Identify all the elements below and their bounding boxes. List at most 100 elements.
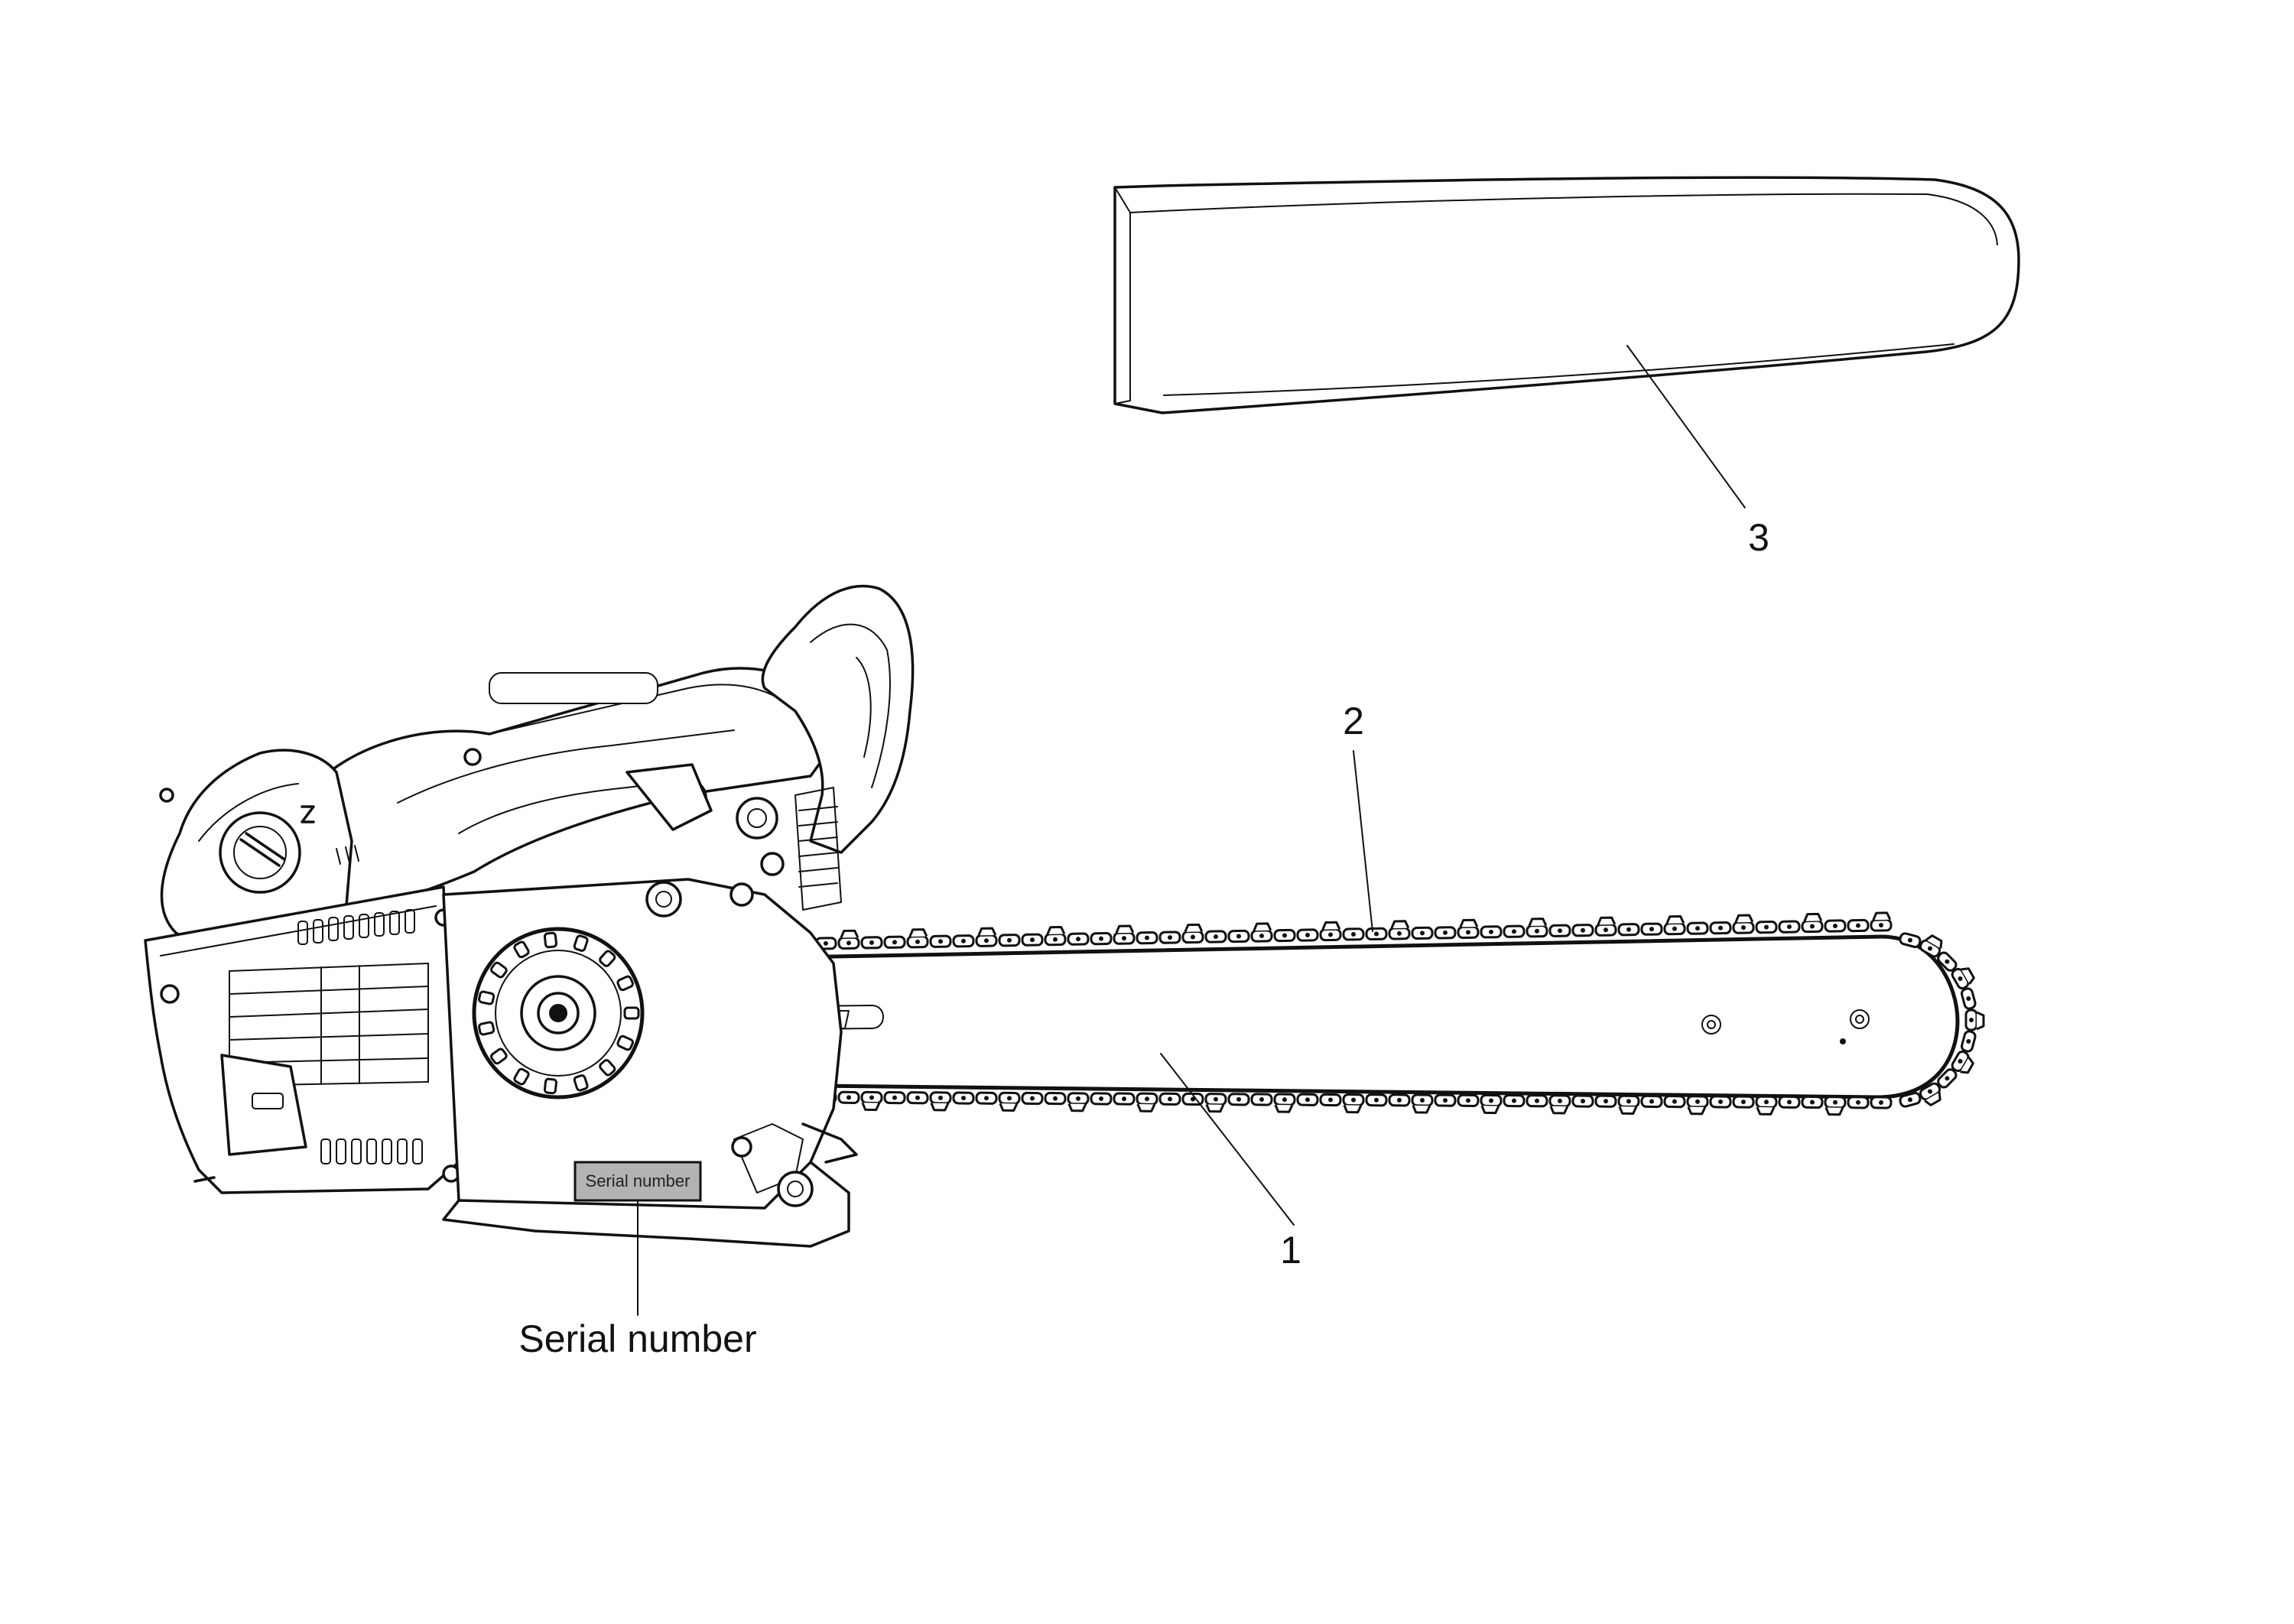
chain-link — [1067, 932, 1090, 946]
chain-link — [1434, 926, 1457, 940]
chain-link — [1617, 923, 1640, 937]
sprocket-tooth — [573, 1074, 589, 1092]
chain-cutter — [1411, 1093, 1434, 1114]
sprocket-tooth — [543, 931, 557, 949]
sprocket-tooth — [623, 1006, 640, 1020]
chain-cutter — [1319, 921, 1342, 942]
chain-cutter — [1342, 1093, 1365, 1114]
chain-cutter — [1181, 923, 1204, 944]
chain-link — [1824, 919, 1847, 933]
chain-cutter — [1594, 916, 1617, 937]
chain-link — [929, 934, 952, 948]
chain-link — [1227, 929, 1250, 944]
sprocket-tooth — [513, 1067, 530, 1086]
chain-link — [1480, 925, 1503, 939]
chain-link — [1158, 931, 1181, 944]
chain-cutter — [1388, 920, 1411, 940]
chain-cutter — [1824, 1096, 1847, 1116]
sprocket-tooth — [616, 1034, 634, 1051]
sprocket-tooth — [490, 961, 508, 979]
serial-number-caption: Serial number — [518, 1317, 756, 1360]
chain-link — [1296, 1093, 1319, 1106]
chain-cutter — [1250, 922, 1273, 943]
callout-2: 2 — [1343, 700, 1364, 742]
sprocket-tooth — [599, 1059, 616, 1077]
chain-link — [906, 1091, 929, 1105]
chain-link — [1365, 927, 1388, 941]
sprocket-tooth — [478, 990, 496, 1005]
serial-number-plate — [574, 1161, 702, 1202]
chain-link — [1847, 1096, 1870, 1109]
sprocket-tooth — [478, 1021, 496, 1036]
chain-cutter — [1663, 915, 1686, 936]
chain-cutter — [1951, 967, 1975, 990]
chain-cutter — [860, 1090, 883, 1112]
chain-cutter — [1617, 1094, 1640, 1115]
chain-link — [1640, 922, 1663, 936]
chain-link — [837, 1090, 860, 1104]
chain-link — [1961, 987, 1977, 1010]
chain-link — [1388, 1093, 1411, 1107]
chain-link — [952, 934, 975, 948]
chain-link — [1136, 931, 1158, 945]
chain-link — [1227, 1093, 1250, 1106]
chain-link — [1021, 933, 1044, 947]
chain-link — [1526, 1094, 1548, 1108]
chain-cutter — [906, 928, 929, 949]
chain-link — [1801, 1095, 1824, 1109]
chain-cutter — [1044, 926, 1067, 947]
chain-cutter — [1526, 918, 1548, 938]
chain-cutter — [929, 1091, 952, 1112]
callout-3: 3 — [1748, 516, 1769, 559]
chain-link — [1090, 932, 1113, 946]
chain-cutter — [1951, 1050, 1974, 1074]
chain-link — [1158, 1092, 1181, 1106]
chain-link — [1365, 1093, 1388, 1107]
chain-link — [1342, 927, 1365, 941]
chain-link — [1686, 921, 1709, 935]
leader-line-3 — [1626, 345, 1746, 508]
chain-cutter — [1732, 914, 1755, 934]
cooling-vents — [229, 909, 429, 1164]
chain-cutter — [1113, 924, 1136, 945]
chain-link — [998, 934, 1021, 947]
chain-link — [1778, 920, 1801, 934]
chain-link — [1296, 928, 1319, 942]
saw-chain — [559, 911, 1985, 1116]
chain-link — [1457, 1093, 1480, 1107]
chain-cutter — [998, 1091, 1021, 1112]
chain-link — [975, 1091, 998, 1105]
chain-cutter — [1686, 1095, 1709, 1116]
chain-link — [1503, 1094, 1526, 1108]
chain-cutter — [975, 927, 998, 947]
chain-link — [1709, 1095, 1732, 1109]
chain-link — [1937, 1068, 1958, 1089]
chain-link — [1411, 926, 1434, 940]
chain-cutter — [1870, 911, 1893, 932]
chain-link — [1899, 932, 1922, 948]
chain-link — [1663, 1095, 1686, 1109]
leader-line-2 — [1353, 750, 1373, 932]
chain-link — [1937, 951, 1958, 972]
chain-cutter — [1457, 918, 1480, 939]
chain-cutter — [1919, 1082, 1941, 1106]
chain-link — [1961, 1030, 1977, 1053]
chain-link — [1847, 918, 1870, 933]
chain-link — [1044, 1092, 1067, 1106]
chain-cutter — [1273, 1093, 1296, 1113]
chain-link — [952, 1091, 975, 1105]
chain-link — [1571, 1094, 1594, 1108]
chain-link — [1319, 1093, 1342, 1107]
chain-link — [1113, 1092, 1136, 1106]
chain-link — [1732, 1095, 1755, 1109]
sprocket-tooth — [573, 934, 589, 952]
chain-cutter — [1964, 1009, 1985, 1031]
chain-cutter — [837, 929, 860, 950]
chain-link — [1090, 1092, 1113, 1106]
chain-link — [1571, 924, 1594, 937]
chain-link — [1273, 928, 1296, 943]
sprocket-tooth — [543, 1077, 557, 1095]
chain-link — [1503, 924, 1526, 938]
sprocket-tooth — [599, 950, 616, 967]
chain-cutter — [1548, 1094, 1571, 1115]
